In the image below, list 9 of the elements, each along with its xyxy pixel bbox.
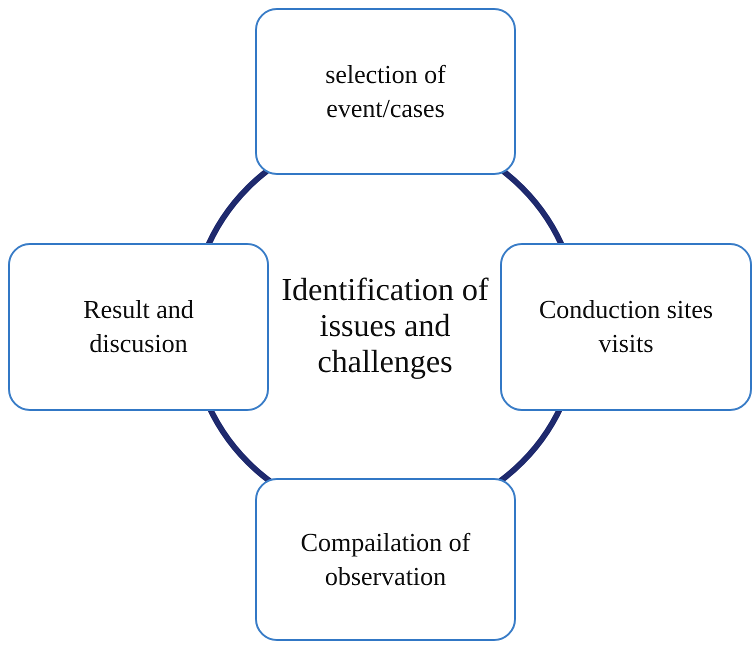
step-label: Conduction sites visits: [538, 294, 714, 360]
step-label: Result and discusion: [82, 294, 195, 360]
step-label: Compailation of observation: [300, 526, 472, 592]
step-box: [8, 243, 269, 411]
step-label: selection of event/cases: [324, 58, 447, 124]
step-box: [500, 243, 752, 411]
center-label: Identification of issues and challenges: [280, 270, 490, 380]
step-box: [255, 8, 516, 175]
step-box: [255, 478, 516, 641]
